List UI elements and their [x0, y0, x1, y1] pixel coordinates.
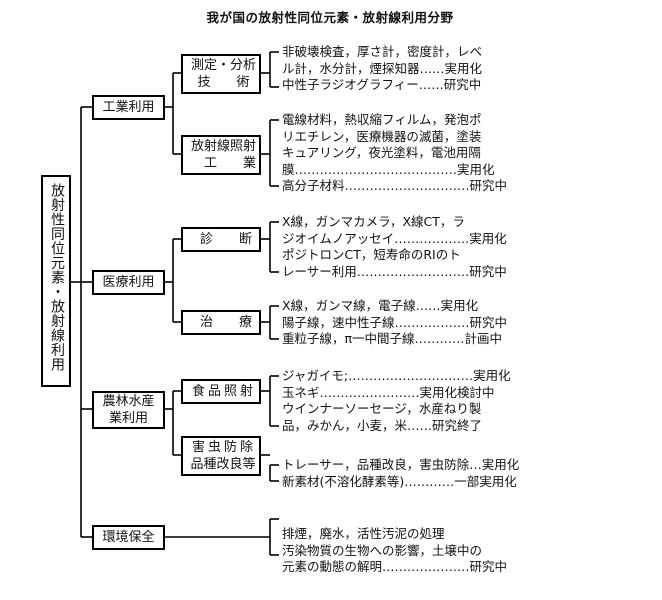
- leaf-environment: 排煙，廃水，活性汚泥の処理 汚染物質の生物への影響，土壌中の 元素の動態の解明……: [282, 526, 507, 576]
- leaf-treatment: X線，ガンマ線，電子線……実用化 陽子線，速中性子線………………研究中 重粒子線…: [282, 298, 507, 348]
- leaf-line: ウインナーソーセージ，水産ねり製: [282, 401, 482, 416]
- leaf-measurement: 非破壊検査，厚さ計，密度計，レベ ル計，水分計，煙探知器……実用化 中性子ラジオ…: [282, 44, 482, 94]
- category-label: 工業利用: [102, 100, 155, 115]
- leaf-line: 元素の動態の解明…………………研究中: [282, 559, 508, 574]
- leaf-line: ル計，水分計，煙探知器……実用化: [282, 60, 483, 76]
- leaf-line: X線，ガンマカメラ，X線CT，ラ: [282, 214, 465, 229]
- leaf-irradiation-industry: 電線材料，熱収縮フィルム，発泡ポ リエチレン，医療機器の滅菌，塗装 キュアリング…: [282, 112, 507, 195]
- subcategory-measurement: 測定・分析 技 術: [181, 54, 261, 94]
- leaf-pest-control: トレーサー，品種改良，害虫防除…実用化 新素材(不溶化酵素等)…………一部実用化: [282, 457, 519, 490]
- subcategory-label-line1: 測定・分析: [190, 58, 256, 73]
- leaf-line: ジオイムノアッセイ………………実用化: [282, 230, 507, 246]
- leaf-line: 玉ネギ……………………実用化検討中: [282, 384, 495, 400]
- category-industry: 工業利用: [92, 95, 165, 120]
- subcategory-label: 治 療: [199, 315, 252, 330]
- category-medical: 医療利用: [92, 270, 165, 295]
- leaf-food-irradiation: ジャガイモ;…………………………実用化 玉ネギ……………………実用化検討中 ウイ…: [282, 368, 511, 434]
- subcategory-label-line1: 放射線照射: [190, 139, 256, 154]
- category-environment: 環境保全: [92, 525, 165, 550]
- category-label-line1: 農林水産: [102, 394, 155, 409]
- leaf-line: 陽子線，速中性子線………………研究中: [282, 314, 508, 330]
- category-agriculture: 農林水産 業利用: [92, 391, 165, 429]
- subcategory-label-line2: 技 術: [197, 75, 250, 90]
- subcategory-label-line1: 害虫防除: [191, 440, 256, 455]
- leaf-line: 中性子ラジオグラフィー……研究中: [282, 77, 482, 92]
- subcategory-diagnosis: 診 断: [181, 227, 261, 252]
- leaf-line: ポジトロンCT，短寿命のRIのト: [282, 247, 461, 262]
- subcategory-label: 食品照射: [191, 384, 256, 399]
- category-label: 環境保全: [102, 530, 155, 545]
- leaf-diagnosis: X線，ガンマカメラ，X線CT，ラ ジオイムノアッセイ………………実用化 ポジトロ…: [282, 214, 507, 280]
- leaf-line: 重粒子線，π一中間子線…………計画中: [282, 331, 503, 346]
- leaf-line: キュアリング，夜光塗料，電池用隔: [282, 145, 481, 160]
- leaf-line: トレーサー，品種改良，害虫防除…実用化: [282, 457, 520, 472]
- subcategory-food-irradiation: 食品照射: [181, 379, 261, 404]
- subcategory-label: 診 断: [199, 232, 252, 247]
- leaf-line: ジャガイモ;…………………………実用化: [282, 368, 511, 383]
- leaf-line: 高分子材料…………………………研究中: [282, 178, 508, 193]
- category-label-line2: 業利用: [108, 411, 148, 426]
- leaf-line: X線，ガンマ線，電子線……実用化: [282, 298, 479, 313]
- leaf-line: 汚染物質の生物への影響，土壌中の: [282, 542, 483, 558]
- leaf-line: 品，みかん，小麦，米……研究終了: [282, 417, 483, 433]
- leaf-line: 非破壊検査，厚さ計，密度計，レベ: [282, 44, 483, 59]
- diagram-title: 我が国の放射性同位元素・放射線利用分野: [206, 10, 454, 25]
- category-label: 医療利用: [102, 275, 155, 290]
- subcategory-treatment: 治 療: [181, 310, 261, 335]
- leaf-line: リエチレン，医療機器の滅菌，塗装: [282, 128, 482, 144]
- subcategory-label-line2: 工 業: [203, 156, 256, 171]
- leaf-line: 膜…………………………………実用化: [282, 161, 495, 177]
- root-label: 放射性同位元素・放射線利用: [49, 183, 65, 372]
- subcategory-irradiation-industry: 放射線照射 工 業: [181, 135, 261, 175]
- root-node: 放射性同位元素・放射線利用: [41, 175, 71, 387]
- subcategory-pest-control: 害虫防除 品種改良等: [181, 436, 261, 476]
- leaf-line: 新素材(不溶化酵素等)…………一部実用化: [282, 473, 517, 489]
- leaf-line: 電線材料，熱収縮フィルム，発泡ポ: [282, 112, 482, 127]
- leaf-line: レーサー利用………………………研究中: [282, 263, 507, 279]
- leaf-line: 排煙，廃水，活性汚泥の処理: [282, 526, 445, 541]
- subcategory-label-line2: 品種改良等: [190, 457, 256, 472]
